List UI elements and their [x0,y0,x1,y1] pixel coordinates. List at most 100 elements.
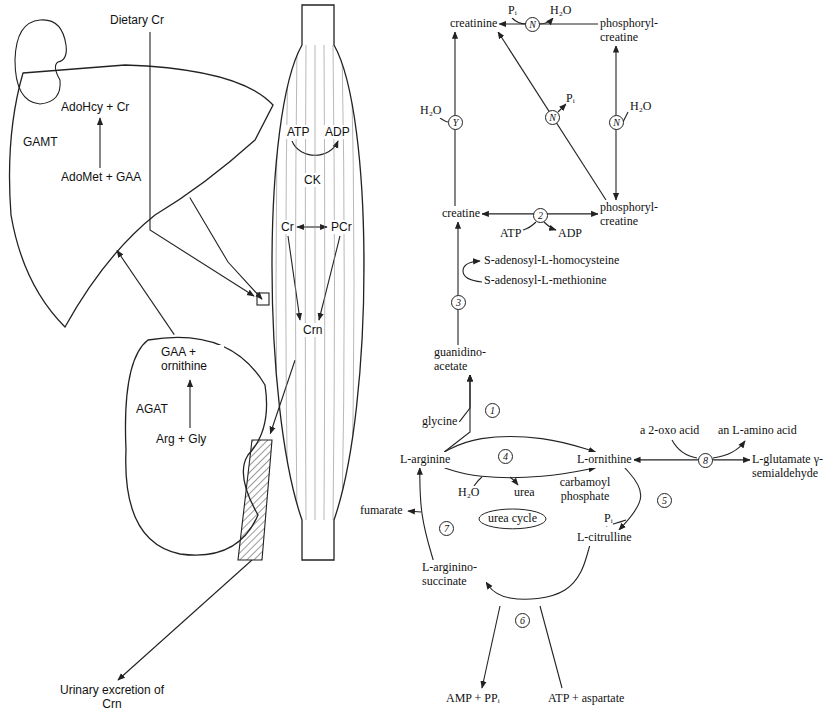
callout-number: 3 [451,295,466,310]
pathway-label: S-adenosyl-L-methionine [484,274,607,288]
pathway-label: Urinary excretion of Crn [52,684,172,712]
metabolite: L-arginino-succinate [420,560,486,590]
fibre-stroke [305,45,307,520]
excretion-line [118,560,252,680]
cofactor-arc [540,606,562,688]
pathway-label: H₂O [458,486,480,500]
reaction-arrow [486,546,590,599]
pathway-label: H₂O [550,4,572,18]
organ-label: PCr [330,220,353,234]
organ-outline [262,5,372,560]
reaction-arrow [634,459,750,460]
reaction-arrow [499,23,598,24]
cofactor-arc [440,118,448,122]
transporter [257,293,269,305]
pathway-label: AMP + PPᵢ [446,692,500,706]
reaction-arrow [619,468,641,530]
organ-label: AGAT [135,402,169,416]
kidney-organ: GAA + ornithineAGAT Arg + Gly [120,330,275,560]
pathway-label: ADP [558,227,582,241]
reaction-arrow [498,32,606,200]
cofactor-arc [672,440,697,458]
metabolite: creatine [440,206,482,222]
reaction-arrow [190,198,262,300]
pathway-label: H₂O [420,104,442,118]
metabolite: creatinine [448,16,499,32]
organ-label: Arg + Gly [155,432,207,446]
pathway-label: Pᵢ [508,4,517,18]
pathway-label: S-adenosyl-L-homocysteine [484,254,619,268]
pcr-crn-arrow [319,236,340,320]
pathway-label: fumarate [360,504,403,518]
cofactor-arc [523,222,536,230]
metabolite-name: phosphoryl-creatine [600,201,662,229]
organ-label: Cr [280,220,295,234]
cofactor-arc [408,511,421,512]
metabolite: phosphoryl-creatine [598,200,664,230]
muscle-organ: ATPADPCKCrPCrCrn [262,5,372,560]
fibre-stroke [266,45,270,520]
muscle-fibres [266,45,364,520]
pathway-label: an L-amino acid [718,424,797,438]
organ-label: ADP [324,125,351,139]
cofactor-arc [713,441,745,458]
pathway-label: a 2-oxo acid [640,424,699,438]
ellipse-shape [479,509,546,529]
metabolite: L-ornithine [575,452,634,468]
reaction-arrow [270,360,295,433]
callout-number: 8 [698,453,713,468]
reaction-arrow [457,222,458,345]
pathway-label: carbamoyl phosphate [552,476,618,504]
fibre-stroke [286,45,288,520]
metabolite: glycine [420,414,459,430]
agat-arrow [189,380,190,428]
organ-label: ATP [286,125,310,139]
liver-organ: AdoHcy + CrGAMTAdoMet + GAA [5,65,285,330]
cofactor-arc [474,477,482,486]
metabolite-name: L-citrulline [577,531,632,545]
organ-outline [5,65,285,330]
callout-number: N [545,110,560,125]
reaction-arrow [117,251,174,335]
metabolite: L-citrulline [575,530,634,546]
cofactor-arc [463,261,482,282]
fibre-stroke [360,45,364,520]
organ-label: GAMT [22,135,59,149]
callout-number: 1 [485,403,500,418]
metabolite-name: L-arginino-succinate [422,561,484,589]
metabolite: L-arginine [398,452,452,468]
metabolite-name: L-glutamate γ-semialdehyde [752,453,832,481]
pathway-label: ATP + aspartate [548,692,624,706]
metabolite: L-glutamate γ-semialdehyde [750,452,834,482]
callout-number: 7 [439,521,454,536]
organ-label: GAA + ornithine [160,345,224,373]
fibre-stroke [342,45,344,520]
cofactor-arc [512,18,526,24]
fibre-stroke [296,45,298,520]
metabolite: phosphoryl-creatine [598,16,664,46]
reaction-arrow [444,437,595,452]
reaction-arrow [459,375,470,422]
metabolite-name: L-arginine [400,453,450,467]
metabolite-name: urea cycle [488,512,537,526]
fibre-stroke [315,45,316,520]
metabolite-name: guanidino-acetate [434,346,492,374]
kidney-outline [15,20,66,104]
cofactor-arc [558,104,566,112]
callout-number: Y [448,115,463,130]
gamt-arrow [99,118,100,168]
fibre-stroke [324,45,326,520]
callout-number: 5 [657,493,672,508]
organ-shape [272,5,364,560]
callout-number: 4 [498,449,513,464]
illustration-stroke [15,18,745,688]
callout-number: N [525,17,540,32]
organ-label: CK [303,173,322,187]
ureter-band [238,440,272,560]
metabolite-name: creatine [442,207,480,221]
pathway-label: Pᵢ [604,512,613,526]
callout-number: 2 [533,208,548,223]
